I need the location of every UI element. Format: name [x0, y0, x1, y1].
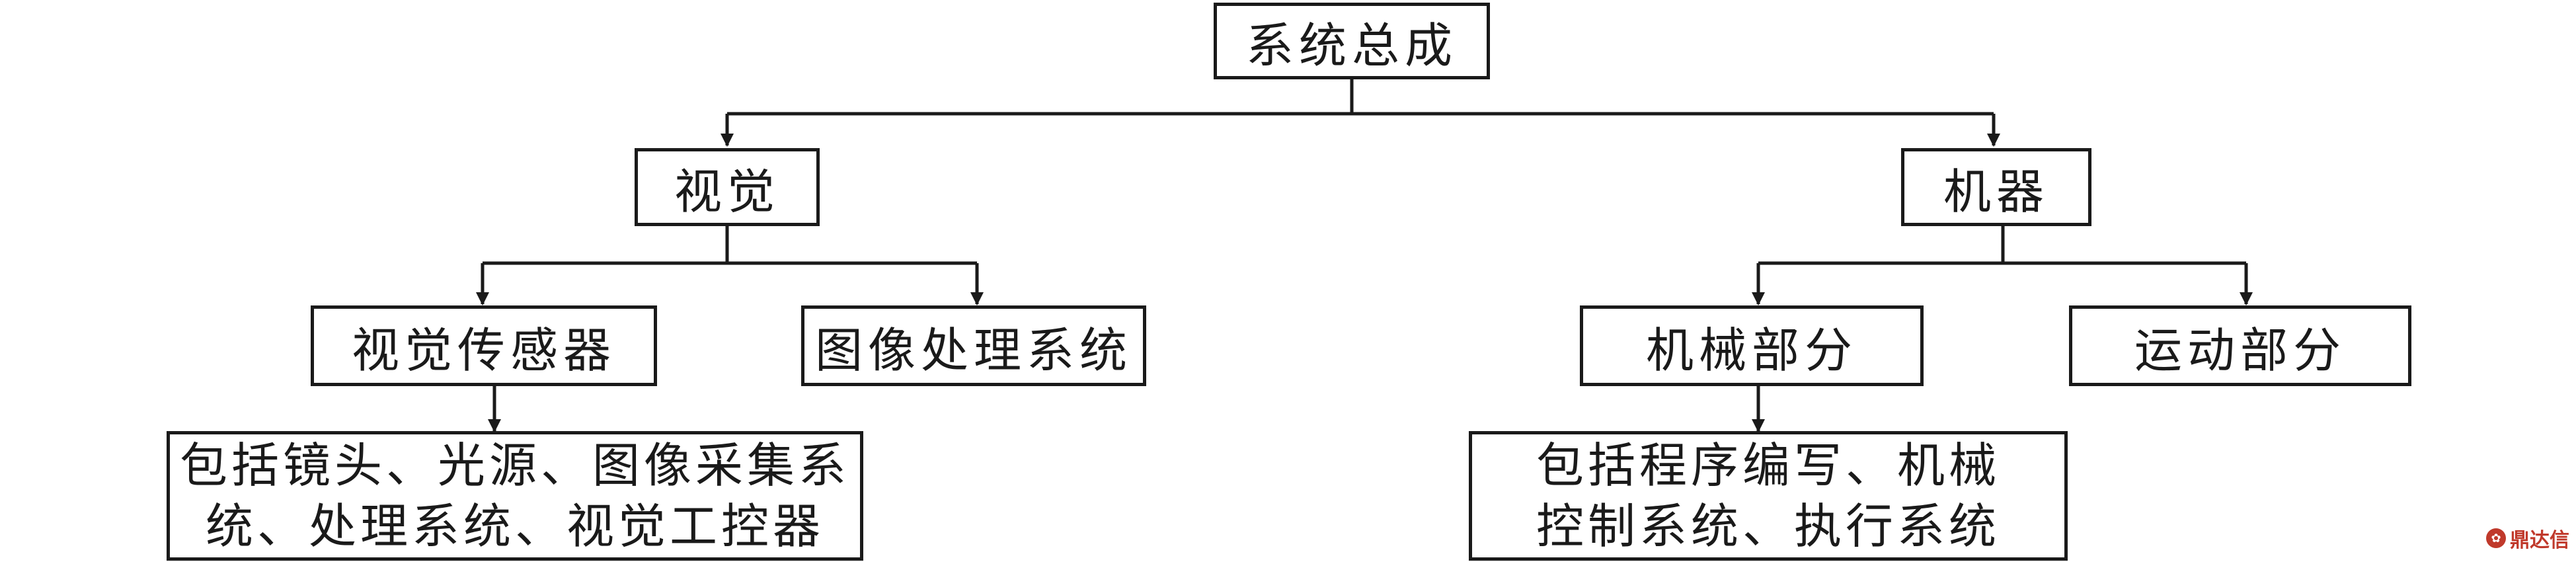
vision-node-label: 视觉 — [674, 163, 780, 220]
vision-node: 视觉 — [635, 148, 820, 226]
mechanical-part-node: 机械部分 — [1580, 305, 1924, 386]
wanfang-logo-icon: ✿ — [2486, 528, 2506, 548]
motion-part-node: 运动部分 — [2069, 305, 2411, 386]
mechanical-detail-node: 包括程序编写、机械 控制系统、执行系统 — [1469, 431, 2068, 561]
image-processing-label: 图像处理系统 — [814, 322, 1132, 378]
watermark-text: 鼎达信 — [2510, 529, 2569, 552]
connector-root — [727, 78, 1994, 116]
motion-part-label: 运动部分 — [2134, 322, 2346, 378]
connector-vision — [483, 225, 977, 265]
vision-sensor-node: 视觉传感器 — [311, 305, 657, 386]
root-node: 系统总成 — [1214, 3, 1490, 79]
sensor-detail-line-1: 包括镜头、光源、图像采集系 — [179, 438, 850, 493]
connector-machine — [1758, 225, 2246, 265]
sensor-detail-line-2: 统、处理系统、视觉工控器 — [205, 499, 824, 554]
watermark: ✿ 鼎达信 — [2486, 524, 2569, 553]
root-node-label: 系统总成 — [1245, 17, 1458, 73]
mechanical-detail-line-1: 包括程序编写、机械 — [1536, 438, 2000, 493]
sensor-detail-node: 包括镜头、光源、图像采集系 统、处理系统、视觉工控器 — [167, 431, 863, 561]
machine-node: 机器 — [1901, 148, 2091, 226]
vision-sensor-label: 视觉传感器 — [351, 322, 616, 378]
machine-node-label: 机器 — [1943, 163, 2049, 220]
mechanical-detail-line-2: 控制系统、执行系统 — [1536, 499, 2000, 554]
mechanical-part-label: 机械部分 — [1645, 322, 1857, 378]
image-processing-node: 图像处理系统 — [801, 305, 1146, 386]
